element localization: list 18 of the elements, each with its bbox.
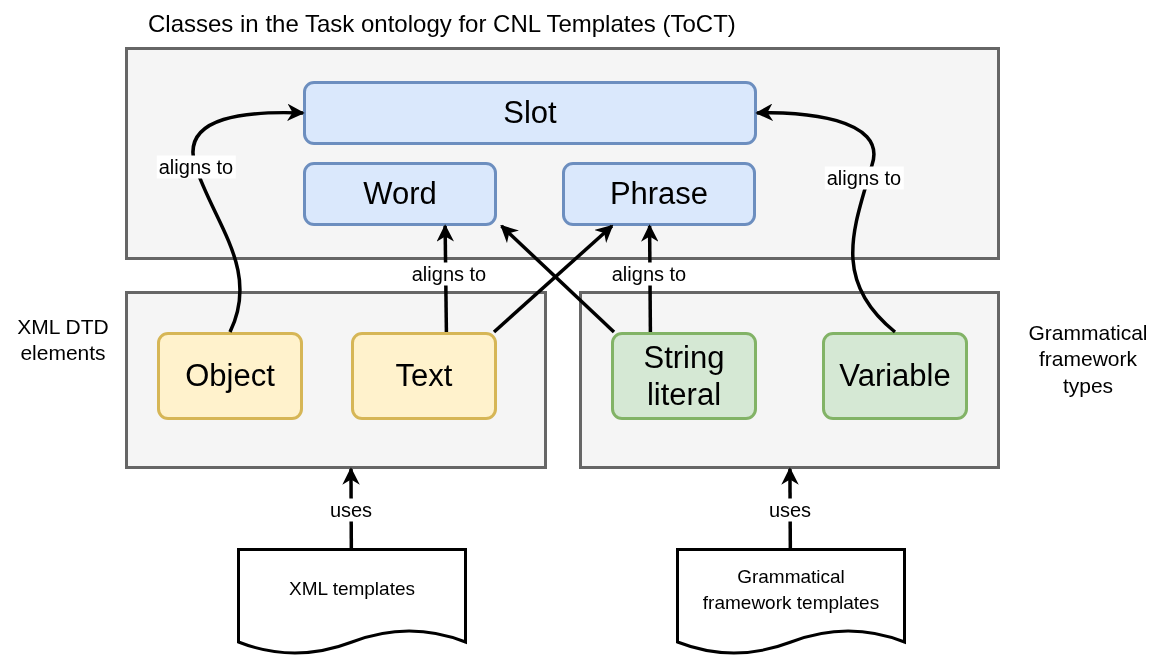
document-label: XML templates (289, 577, 415, 601)
group-label: Grammatical framework types (1027, 320, 1149, 399)
edge-label: aligns to (156, 155, 236, 179)
class-box: Variable (822, 332, 968, 420)
edge-label: aligns to (824, 166, 904, 190)
group-label: Classes in the Task ontology for CNL Templates (ToCT) (148, 10, 736, 38)
class-box: String literal (611, 332, 757, 420)
edge-label: aligns to (609, 262, 689, 286)
arrow (191, 103, 305, 333)
class-box: Text (351, 332, 497, 420)
group-label: XML DTD elements (16, 314, 110, 367)
class-box: Word (303, 162, 497, 226)
class-box: Slot (303, 81, 757, 145)
class-box: Phrase (562, 162, 756, 226)
edge-label: aligns to (409, 262, 489, 286)
class-box: Object (157, 332, 303, 420)
arrow (755, 103, 897, 334)
document-label: Grammatical framework templates (701, 565, 881, 615)
